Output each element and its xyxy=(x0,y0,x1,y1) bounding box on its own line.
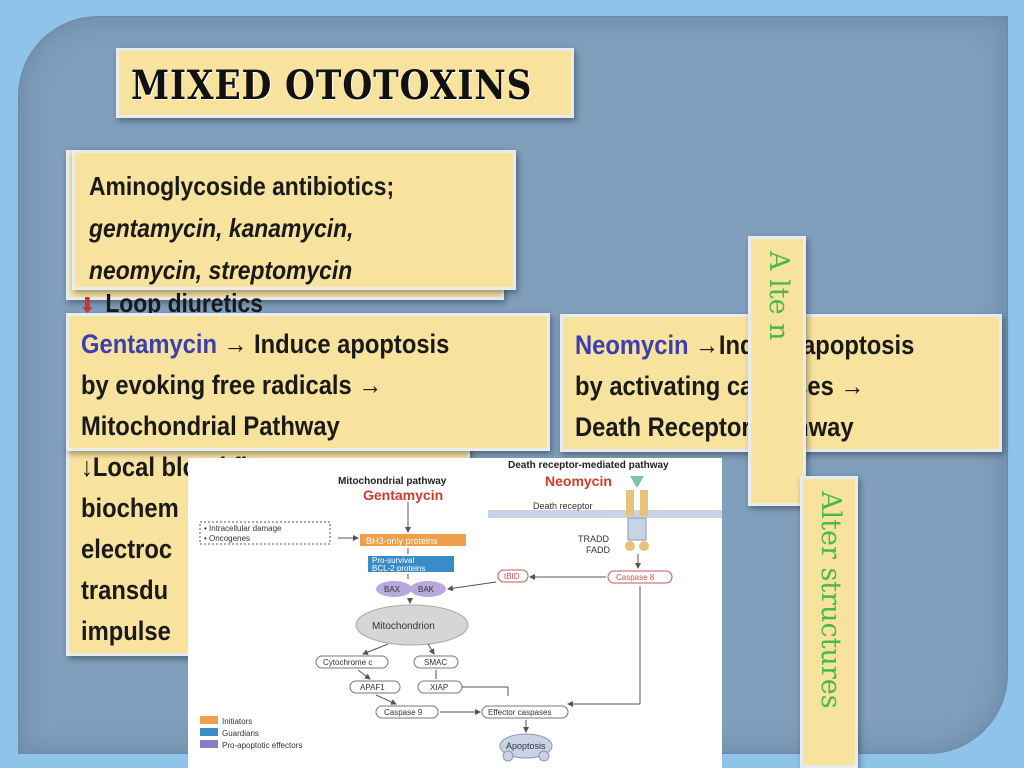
vertical-card-2: Alter structures xyxy=(800,476,858,768)
title-box: MIXED OTOTOXINS xyxy=(116,48,574,118)
prosurvival-box xyxy=(368,556,454,572)
apoptosis-label: Apoptosis xyxy=(506,741,546,751)
neomycin-line-3: Death Receptor Pathway xyxy=(575,412,854,442)
bax-shape xyxy=(376,581,412,597)
gentamycin-line-3: Mitochondrial Pathway xyxy=(81,411,340,441)
caspase9-label: Caspase 9 xyxy=(384,708,423,717)
apaf1-label: APAF1 xyxy=(360,683,385,692)
mitochondrion-label: Mitochondrion xyxy=(372,621,435,632)
apaf1-box xyxy=(349,680,401,694)
tbid-label: tBID xyxy=(504,572,520,581)
ligand-icon xyxy=(630,476,644,488)
tbid-box xyxy=(497,569,529,583)
intracellular-box xyxy=(199,521,331,545)
smac-label: SMAC xyxy=(424,658,447,667)
vertical-text-1: A lte n xyxy=(763,251,794,341)
legend-swatch-initiators xyxy=(200,716,218,724)
gentamycin-line-2: by evoking free radicals → xyxy=(81,370,383,400)
cytochrome-box xyxy=(315,655,389,669)
gentamycin-label: Gentamycin xyxy=(81,329,218,359)
bak-label: BAK xyxy=(418,585,435,594)
bh3-label: BH3-only proteins xyxy=(366,536,438,546)
cell-membrane xyxy=(488,510,722,518)
mito-pathway-title: Mitochondrial pathway xyxy=(338,476,447,487)
gentamycin-line-1: → Induce apoptosis xyxy=(217,329,450,359)
dr-drug-label: Neomycin xyxy=(545,473,612,489)
oncogenes-text: • Oncogenes xyxy=(204,534,250,543)
intracellular-damage-text: • Intracellular damage xyxy=(204,524,282,533)
bak-shape xyxy=(410,581,446,597)
vertical-card-1: A lte n xyxy=(748,236,806,506)
effector-caspases-label: Effector caspases xyxy=(488,708,551,717)
cytochrome-label: Cytochrome c xyxy=(323,658,372,667)
legend-initiators: Initiators xyxy=(222,717,252,726)
bh3-box xyxy=(360,534,466,546)
legend-swatch-guardians xyxy=(200,728,218,736)
death-receptor-label: Death receptor xyxy=(533,501,593,511)
apoptosis-cell-icon xyxy=(499,733,553,762)
aminoglycoside-card: Aminoglycoside antibiotics; gentamycin, … xyxy=(72,150,516,290)
caspase8-label: Caspase 8 xyxy=(616,573,655,582)
legend-swatch-effectors xyxy=(200,740,218,748)
xiap-label: XIAP xyxy=(430,683,448,692)
local-blood-line-3: electroc xyxy=(81,534,173,564)
mitochondrion-shape xyxy=(355,604,469,646)
apoptosis-pathway-figure: Mitochondrial pathway Gentamycin Death r… xyxy=(188,458,722,768)
caspase8-box xyxy=(607,570,673,584)
local-blood-line-4: transdu xyxy=(81,575,169,605)
prosurvival-label-2: BCL-2 proteins xyxy=(372,564,425,573)
slide-title: MIXED OTOTOXINS xyxy=(131,62,533,109)
local-blood-line-5: impulse xyxy=(81,616,171,646)
arrow-bullet-icon: ⬇ xyxy=(80,295,95,317)
local-blood-line-2: biochem xyxy=(81,493,179,523)
smac-box xyxy=(413,655,459,669)
aminoglycoside-heading: Aminoglycoside antibiotics; xyxy=(89,171,395,201)
neomycin-card: Neomycin →Induce apoptosis by activating… xyxy=(560,314,1002,452)
neomycin-label: Neomycin xyxy=(575,330,689,360)
caspase9-box xyxy=(375,705,439,719)
effector-caspases-box xyxy=(481,705,569,719)
death-receptor-icon xyxy=(625,490,649,551)
vertical-text-2: Alter structures xyxy=(815,491,846,709)
neomycin-line-2: by activating caspases → xyxy=(575,371,865,401)
aminoglycoside-drugs-1: gentamycin, kanamycin, xyxy=(89,213,354,243)
tradd-label: TRADD xyxy=(578,534,609,544)
aminoglycoside-drugs-2: neomycin, streptomycin xyxy=(89,255,353,285)
prosurvival-label-1: Pro-survival xyxy=(372,556,414,565)
gentamycin-card: Gentamycin → Induce apoptosis by evoking… xyxy=(66,313,550,451)
mito-drug-label: Gentamycin xyxy=(363,487,443,503)
fadd-label: FADD xyxy=(586,545,611,555)
legend-guardians: Guardians xyxy=(222,729,259,738)
bax-label: BAX xyxy=(384,585,401,594)
dr-pathway-title: Death receptor-mediated pathway xyxy=(508,460,669,471)
legend-effectors: Pro-apoptotic effectors xyxy=(222,741,302,750)
